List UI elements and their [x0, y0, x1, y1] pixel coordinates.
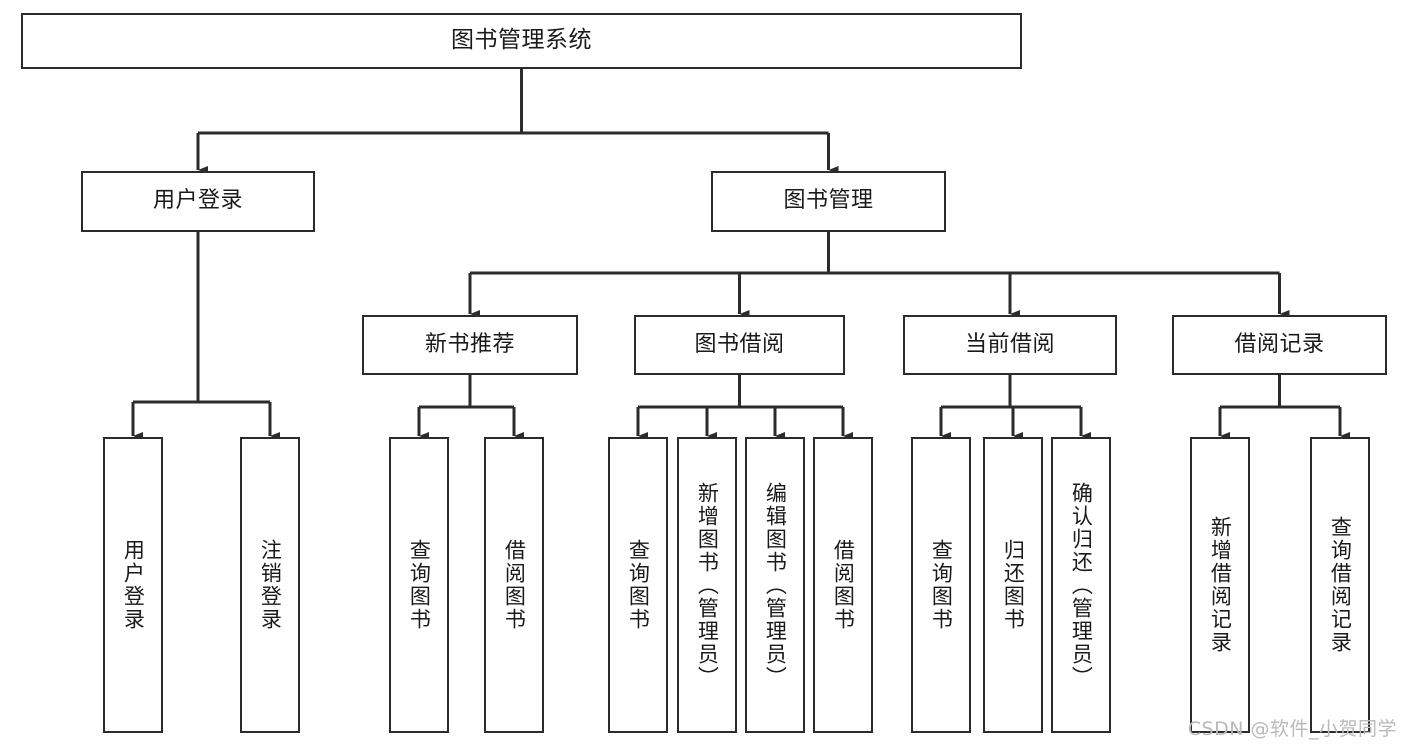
node-label: 当前借阅: [964, 331, 1055, 357]
node-label: 查询图书: [929, 539, 954, 631]
node-leaf-borrow-book[interactable]: 借阅图书: [813, 437, 873, 733]
node-label: 图书管理系统: [451, 27, 592, 54]
node-leaf-return-book[interactable]: 归还图书: [983, 437, 1043, 733]
node-label: 新增图书（管理员）: [695, 481, 720, 689]
node-label: 用户登录: [152, 188, 243, 214]
node-label: 确认归还（管理员）: [1069, 481, 1094, 689]
node-leaf-edit-book-admin[interactable]: 编辑图书（管理员）: [745, 437, 805, 733]
node-label: 借阅记录: [1234, 331, 1325, 357]
node-user-login[interactable]: 用户登录: [81, 171, 315, 232]
node-leaf-query-book-recommendation[interactable]: 查询图书: [389, 437, 449, 733]
node-leaf-query-borrowing-record[interactable]: 查询借阅记录: [1310, 437, 1370, 733]
node-label: 编辑图书（管理员）: [763, 481, 788, 689]
node-book-management[interactable]: 图书管理: [711, 171, 946, 232]
node-new-book-recommendation[interactable]: 新书推荐: [362, 315, 578, 375]
node-label: 借阅图书: [502, 539, 527, 631]
node-leaf-borrow-book-recommendation[interactable]: 借阅图书: [484, 437, 544, 733]
node-label: 查询图书: [626, 539, 651, 631]
node-leaf-user-login[interactable]: 用户登录: [103, 437, 163, 733]
node-label: 借阅图书: [831, 539, 856, 631]
node-leaf-query-book-borrowing[interactable]: 查询图书: [608, 437, 668, 733]
node-label: 新增借阅记录: [1208, 516, 1233, 654]
node-label: 用户登录: [121, 539, 146, 631]
node-current-borrowing[interactable]: 当前借阅: [903, 315, 1117, 375]
node-label: 图书管理: [783, 188, 874, 214]
node-label: 新书推荐: [424, 331, 515, 357]
node-leaf-query-book-current[interactable]: 查询图书: [911, 437, 971, 733]
node-label: 注销登录: [258, 539, 283, 631]
node-leaf-add-book-admin[interactable]: 新增图书（管理员）: [677, 437, 737, 733]
node-label: 查询借阅记录: [1328, 516, 1353, 654]
node-leaf-add-borrowing-record[interactable]: 新增借阅记录: [1190, 437, 1250, 733]
node-label: 归还图书: [1001, 539, 1026, 631]
node-root-book-management-system[interactable]: 图书管理系统: [21, 13, 1022, 69]
node-borrowing-record[interactable]: 借阅记录: [1172, 315, 1387, 375]
node-leaf-confirm-return-admin[interactable]: 确认归还（管理员）: [1051, 437, 1111, 733]
node-label: 查询图书: [407, 539, 432, 631]
node-label: 图书借阅: [694, 331, 785, 357]
node-book-borrowing[interactable]: 图书借阅: [634, 315, 845, 375]
node-leaf-logout[interactable]: 注销登录: [240, 437, 300, 733]
